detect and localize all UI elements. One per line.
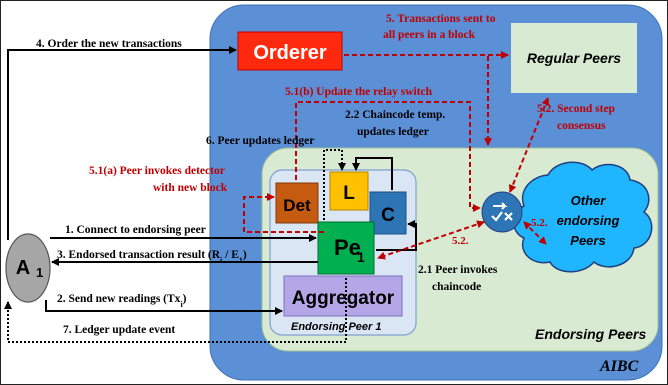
step4-label: 4. Order the new transactions (36, 38, 182, 50)
actor-a1-label-main: A (16, 257, 30, 279)
ledger-box (329, 171, 369, 211)
arrow-step2 (45, 300, 283, 315)
step5-2-cloud-label: 5.2. (531, 217, 548, 229)
step2-label-close: ) (183, 293, 187, 305)
step7-label: 7. Ledger update event (63, 324, 175, 336)
aggregator-box (283, 275, 403, 317)
step2-1-label-line1: 2.1 Peer invokes (418, 264, 498, 276)
other-endorsing-peers-line2: endorsing (557, 213, 620, 228)
step5-1b-label: 5.1(b) Update the relay switch (285, 86, 433, 98)
step2-1-label-line2: chaincode (432, 281, 481, 293)
step3-label-a: 3. Endorsed transaction result (R (57, 249, 221, 261)
pe1-box (317, 221, 375, 275)
step2-2-label-line1: 2.2 Chaincode temp. (345, 109, 445, 121)
chaincode-label: C (381, 205, 395, 226)
actor-a1-label-sub: 1 (36, 265, 43, 280)
step5-2-label-line1: 5.2. Second step (537, 103, 615, 115)
step2-label-a: 2. Send new readings (Tx (57, 293, 181, 305)
orderer-label: Orderer (253, 42, 327, 64)
consensus-icon (481, 191, 523, 233)
arrow-step4 (7, 46, 237, 240)
orderer-box (237, 31, 343, 71)
step5-label-line2: all peers in a block (383, 29, 476, 41)
arrow-step6 (323, 149, 346, 220)
step3-label-mid: / E (222, 249, 239, 261)
arrow-step5-1b (295, 101, 481, 212)
other-endorsing-peers-line3: Peers (570, 233, 605, 248)
arrow-step5-2-pe1 (377, 220, 485, 260)
arrow-step7 (4, 278, 347, 343)
arrow-step2-2 (352, 157, 393, 190)
step1-label: 1. Connect to endorsing peer (65, 224, 206, 236)
step6-label: 6. Peer updates ledger (206, 135, 314, 147)
step5-1a-label-line1: 5.1(a) Peer invokes detector (89, 165, 225, 177)
step3-label-sub1: i (220, 256, 223, 265)
pe1-label-main: Pe (334, 235, 361, 260)
aibc-label: AIBC (599, 358, 639, 375)
aggregator-label: Aggregator (292, 288, 395, 309)
pe1-label-sub: 1 (357, 249, 365, 265)
step2-label: 2. Send new readings (Txi) (57, 293, 187, 309)
step3-label-close: ) (243, 249, 247, 261)
step2-label-sub: i (180, 300, 183, 309)
regular-peers-label: Regular Peers (527, 50, 621, 66)
other-endorsing-peers-line1: Other (571, 193, 607, 208)
det-box (275, 182, 319, 224)
step3-label-sub2: 1 (239, 256, 243, 265)
step3-label: 3. Endorsed transaction result (Ri / E1) (57, 249, 247, 265)
step2-2-label-line2: updates ledger (357, 126, 429, 138)
endorsing-peers-label: Endorsing Peers (535, 326, 646, 342)
step5-1a-label-line2: with new block (153, 182, 228, 194)
arrow-step5-1a (243, 193, 324, 233)
endorsing-peer-1-label: Endorsing Peer 1 (291, 321, 381, 333)
ledger-label: L (343, 183, 355, 204)
arrow-step5-2-regular (508, 97, 550, 193)
regular-peers-box (509, 21, 639, 95)
step5-2-pe1-label: 5.2. (452, 235, 469, 247)
det-label: Det (283, 196, 311, 215)
step5-label-line1: 5. Transactions sent to (386, 13, 496, 25)
actor-a1-ellipse (5, 233, 51, 303)
step5-2-label-line2: consensus (557, 120, 606, 132)
arrow-step5-2-cloud (523, 221, 547, 245)
